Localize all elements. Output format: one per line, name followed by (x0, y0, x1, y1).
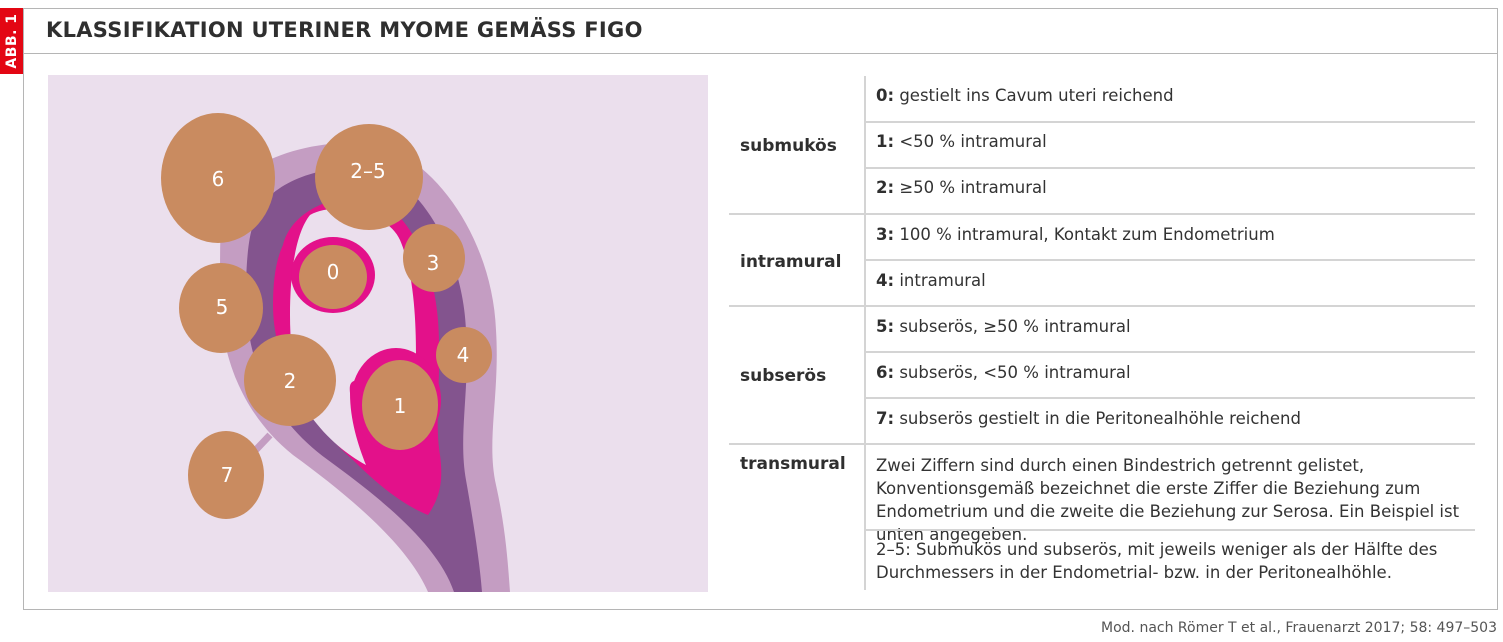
item-transmural-example: 2–5: Submukös und subserös, mit jeweils … (876, 540, 1438, 582)
row-divider (866, 167, 1475, 169)
item-5: 5: subserös, ≥50 % intramural (876, 315, 1466, 338)
category-submukoes: submukös (740, 136, 837, 156)
classification-table: submukös 0: gestielt ins Cavum uteri rei… (729, 76, 1475, 590)
myoma-5 (179, 263, 263, 353)
item-2: 2: ≥50 % intramural (876, 176, 1466, 199)
myoma-2-5 (315, 124, 423, 230)
figure-tag: ABB. 1 (0, 8, 23, 74)
item-6-text: subserös, <50 % intramural (894, 363, 1131, 382)
item-4: 4: intramural (876, 269, 1466, 292)
item-2-code: 2: (876, 178, 895, 197)
category-divider (729, 305, 1475, 307)
item-transmural-explanation: Zwei Ziffern sind durch einen Bindestric… (876, 456, 1460, 544)
item-2-text: ≥50 % intramural (894, 178, 1047, 197)
item-0: 0: gestielt ins Cavum uteri reichend (876, 84, 1466, 107)
item-5-text: subserös, ≥50 % intramural (894, 317, 1131, 336)
item-7-code: 7: (876, 409, 895, 428)
item-0-code: 0: (876, 86, 895, 105)
item-1: 1: <50 % intramural (876, 130, 1466, 153)
row-divider (866, 397, 1475, 399)
myoma-0 (299, 245, 367, 309)
row-divider (866, 121, 1475, 123)
category-divider (729, 443, 1475, 445)
myoma-6 (161, 113, 275, 243)
item-5-code: 5: (876, 317, 895, 336)
myoma-6-label: 6 (212, 167, 225, 191)
table-column-divider (864, 76, 866, 590)
category-divider (729, 213, 1475, 215)
item-1-code: 1: (876, 132, 895, 151)
item-3-code: 3: (876, 225, 895, 244)
category-intramural: intramural (740, 252, 842, 272)
myoma-4 (436, 327, 492, 383)
item-3-text: 100 % intramural, Kontakt zum Endometriu… (894, 225, 1275, 244)
myoma-7 (188, 431, 264, 519)
item-4-code: 4: (876, 271, 895, 290)
myoma-1-label: 1 (394, 394, 407, 418)
myoma-1 (362, 360, 438, 450)
myoma-2-label: 2 (284, 369, 297, 393)
title-divider (24, 53, 1497, 54)
myoma-7-label: 7 (221, 463, 234, 487)
myoma-5-label: 5 (216, 295, 229, 319)
item-6-code: 6: (876, 363, 895, 382)
figure-title: KLASSIFIKATION UTERINER MYOME GEMÄSS FIG… (46, 18, 643, 42)
row-divider (866, 529, 1475, 531)
uterus-diagram: 6 2–5 0 3 5 4 2 1 7 (48, 75, 708, 592)
item-3: 3: 100 % intramural, Kontakt zum Endomet… (876, 223, 1466, 246)
category-subseroes: subserös (740, 366, 827, 386)
item-4-text: intramural (894, 271, 986, 290)
myoma-3 (403, 224, 465, 292)
item-7-text: subserös gestielt in die Peritonealhöhle… (894, 409, 1301, 428)
item-6: 6: subserös, <50 % intramural (876, 361, 1466, 384)
myoma-4-label: 4 (457, 343, 470, 367)
source-citation: Mod. nach Römer T et al., Frauenarzt 201… (1101, 620, 1497, 636)
item-0-text: gestielt ins Cavum uteri reichend (894, 86, 1174, 105)
row-divider (866, 259, 1475, 261)
myoma-3-label: 3 (427, 251, 440, 275)
figure-tag-text: ABB. 1 (3, 13, 20, 69)
item-1-text: <50 % intramural (894, 132, 1047, 151)
myoma-0-label: 0 (327, 260, 340, 284)
row-divider (866, 351, 1475, 353)
item-7: 7: subserös gestielt in die Peritonealhö… (876, 407, 1466, 430)
myoma-2-5-label: 2–5 (350, 159, 385, 183)
category-transmural: transmural (740, 454, 846, 474)
myoma-2 (244, 334, 336, 426)
